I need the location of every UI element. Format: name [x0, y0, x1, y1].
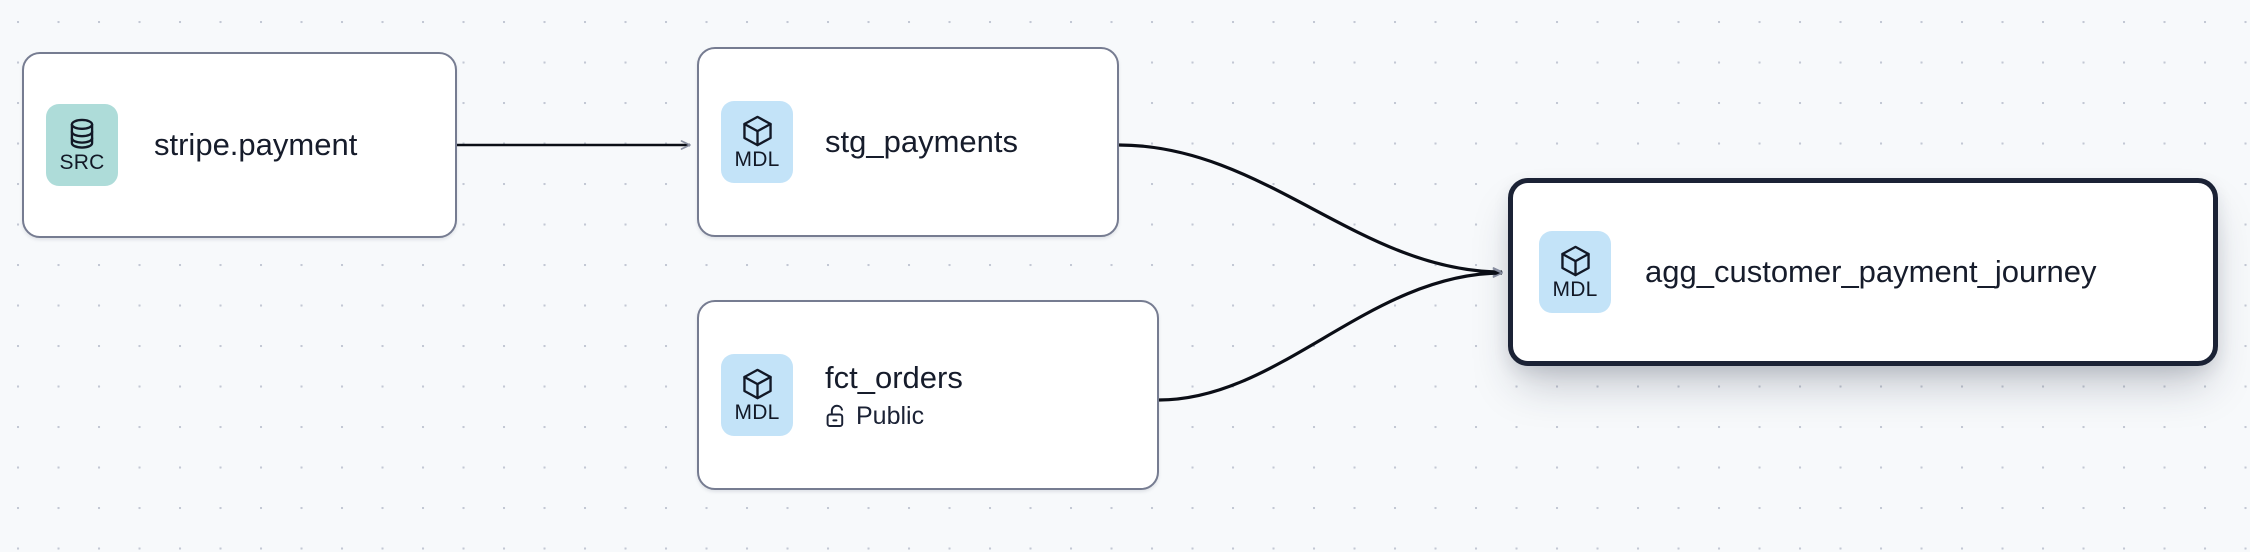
- node-badge-label: MDL: [1552, 277, 1598, 301]
- node-fct-orders[interactable]: MDL fct_orders Public: [697, 300, 1159, 490]
- node-visibility: Public: [825, 401, 963, 430]
- cube-icon: [742, 368, 773, 400]
- database-icon: [67, 118, 97, 150]
- node-title: stg_payments: [825, 124, 1018, 160]
- node-stg-payments[interactable]: MDL stg_payments: [697, 47, 1119, 237]
- node-badge-label: MDL: [734, 147, 780, 171]
- edge-fct-orders-to-agg: [1158, 268, 1503, 402]
- node-agg-customer-payment-journey[interactable]: MDL agg_customer_payment_journey: [1508, 178, 2218, 366]
- cube-icon: [742, 115, 773, 147]
- node-badge-label: MDL: [734, 400, 780, 424]
- node-title: fct_orders: [825, 360, 963, 396]
- node-stripe-payment[interactable]: SRC stripe.payment: [22, 52, 457, 238]
- node-body: stg_payments: [825, 124, 1018, 160]
- node-badge-label: SRC: [59, 150, 105, 174]
- cube-icon: [1560, 245, 1591, 277]
- node-visibility-label: Public: [856, 401, 925, 430]
- node-body: agg_customer_payment_journey: [1645, 254, 2097, 290]
- node-badge-mdl: MDL: [721, 354, 793, 436]
- node-title: agg_customer_payment_journey: [1645, 254, 2097, 290]
- node-body: stripe.payment: [154, 127, 358, 163]
- node-title: stripe.payment: [154, 127, 358, 163]
- node-body: fct_orders Public: [825, 361, 963, 429]
- node-badge-mdl: MDL: [721, 101, 793, 183]
- unlock-icon: [825, 404, 847, 428]
- edge-stg-payments-to-agg: [1118, 143, 1503, 277]
- node-badge-src: SRC: [46, 104, 118, 186]
- node-badge-mdl: MDL: [1539, 231, 1611, 313]
